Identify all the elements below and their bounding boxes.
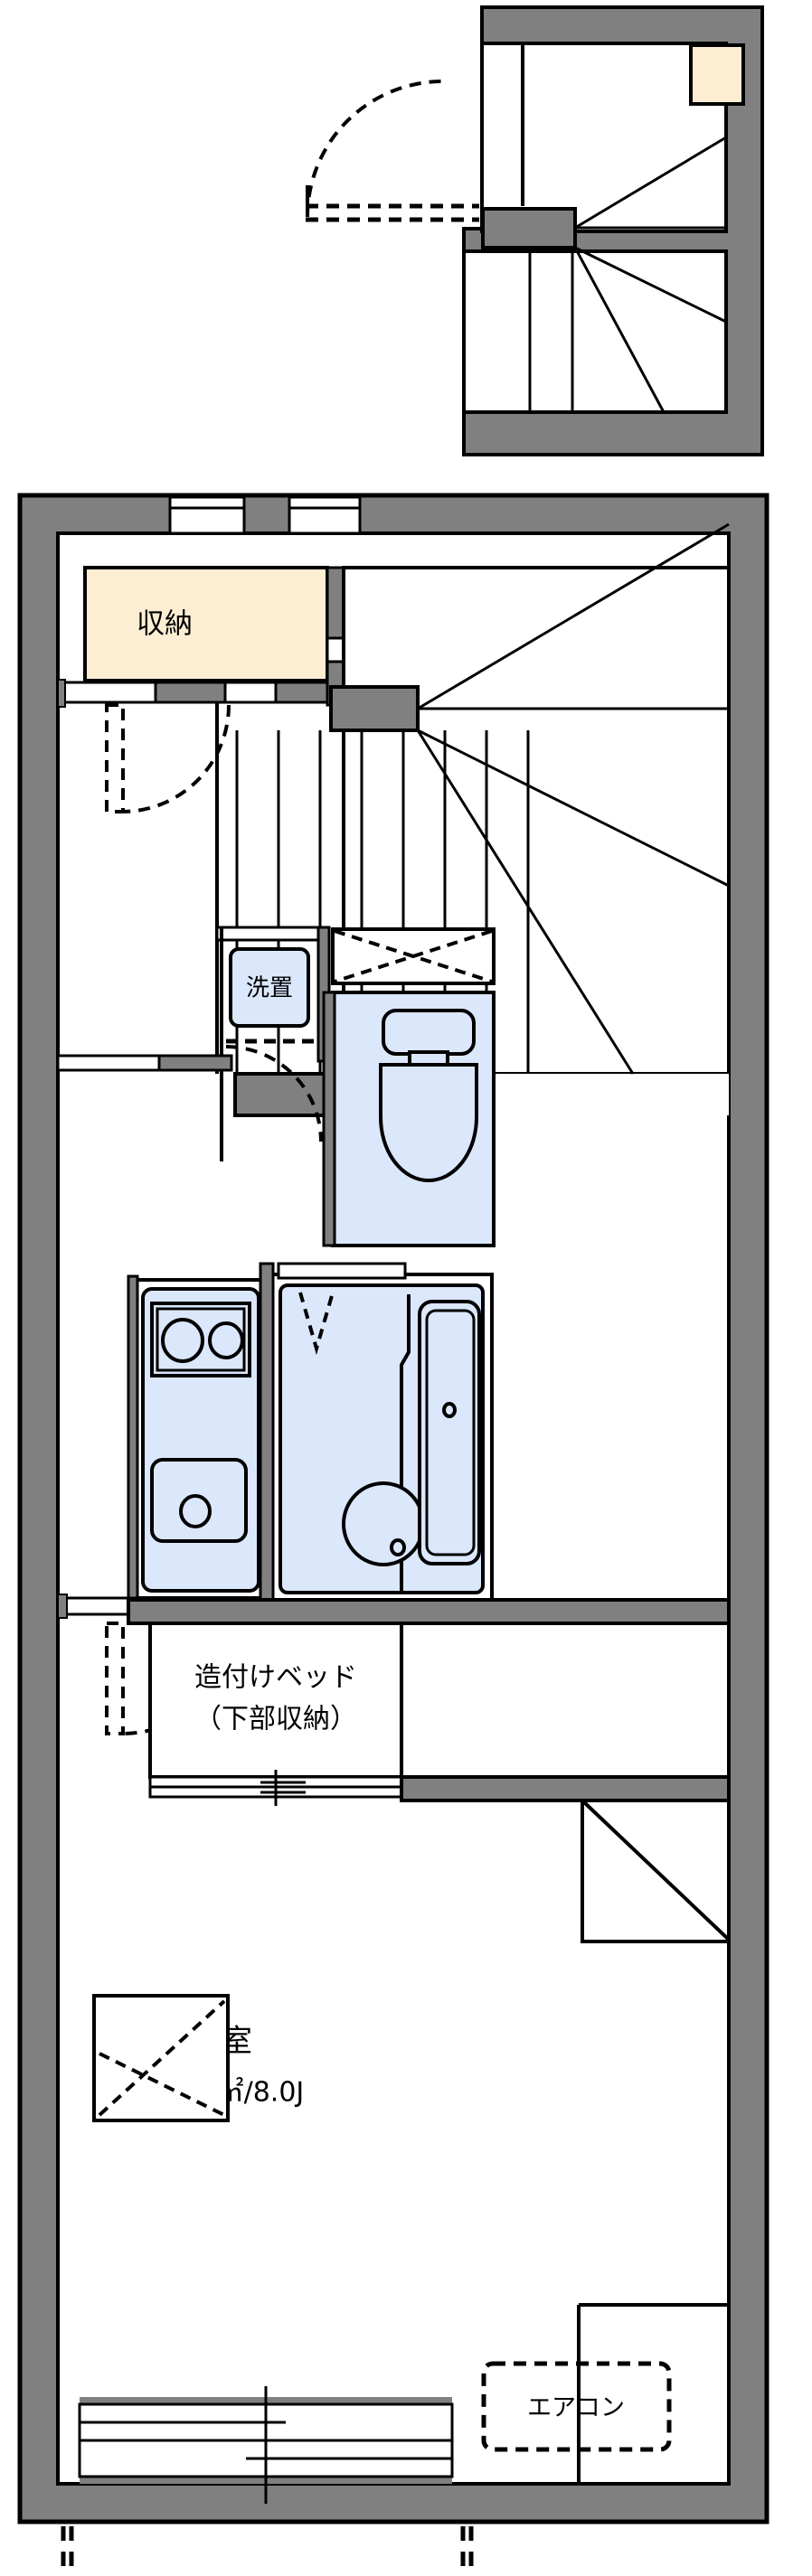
bed-sliding-partition[interactable] [148, 1770, 403, 1806]
main-floor-plan: 収納 [17, 493, 770, 2571]
bath-divider [400, 1294, 411, 1593]
upper-stair-winders [573, 136, 727, 413]
built-in-bed [148, 1622, 403, 1779]
kitchen-left-wall [127, 1274, 139, 1600]
bath-folding-door [298, 1292, 335, 1356]
aircon-label: エアコン [527, 2394, 625, 2422]
balcony-edge [61, 2526, 474, 2571]
window-north-1 [168, 495, 246, 535]
washing-machine-icon [229, 947, 310, 1028]
upper-stair-well [462, 249, 728, 414]
laundry-top-trim [215, 926, 327, 942]
bed-label-line1: 造付けベッド [194, 1662, 357, 1694]
main-newel-post [329, 685, 420, 732]
entry-door-swing [306, 80, 479, 222]
kitchen-upper-trim [56, 1054, 161, 1072]
laundry-label: 洗置 [246, 975, 293, 1002]
door-entry[interactable] [57, 679, 231, 813]
bed-label-line2: （下部収納） [194, 1704, 357, 1735]
under-stair-closet [581, 1799, 731, 1943]
toilet-left-wall [322, 991, 336, 1247]
unit-bath [269, 1262, 494, 1603]
hall-wall-stub [157, 1054, 233, 1072]
storage-label: 収納 [137, 608, 193, 641]
toilet-room [331, 991, 496, 1247]
upper-storage-nook [689, 43, 745, 106]
main-outer-wall-outline [17, 493, 770, 2524]
laundry-area: 洗置 [229, 947, 310, 1028]
storage-side-wall-upper [326, 566, 345, 640]
aircon-marker: エアコン [481, 2361, 672, 2452]
entry-closet-icon [331, 927, 496, 985]
storage-side-opening [326, 636, 345, 663]
door-washroom[interactable] [225, 1039, 323, 1142]
sliding-window-south[interactable] [78, 2386, 454, 2504]
bed-top-wall [127, 1598, 731, 1625]
upper-entrance-plan [306, 5, 764, 456]
bath-left-wall [259, 1262, 275, 1603]
stair-winders [416, 522, 730, 1075]
storage-closet-doors [56, 681, 329, 704]
toilet-bowl-icon [379, 1063, 478, 1182]
room-closet [92, 1994, 230, 2122]
main-staircase [215, 522, 731, 1117]
kitchen-unit [134, 1278, 266, 1600]
upper-newel-post [481, 207, 577, 249]
bed-right-wall-band [400, 1775, 731, 1802]
storage-room [83, 566, 329, 682]
wash-basin-icon [342, 1481, 425, 1566]
upper-stair-treads-straight [528, 251, 574, 412]
window-north-2 [288, 495, 362, 535]
toilet-cistern-icon [382, 1009, 476, 1056]
